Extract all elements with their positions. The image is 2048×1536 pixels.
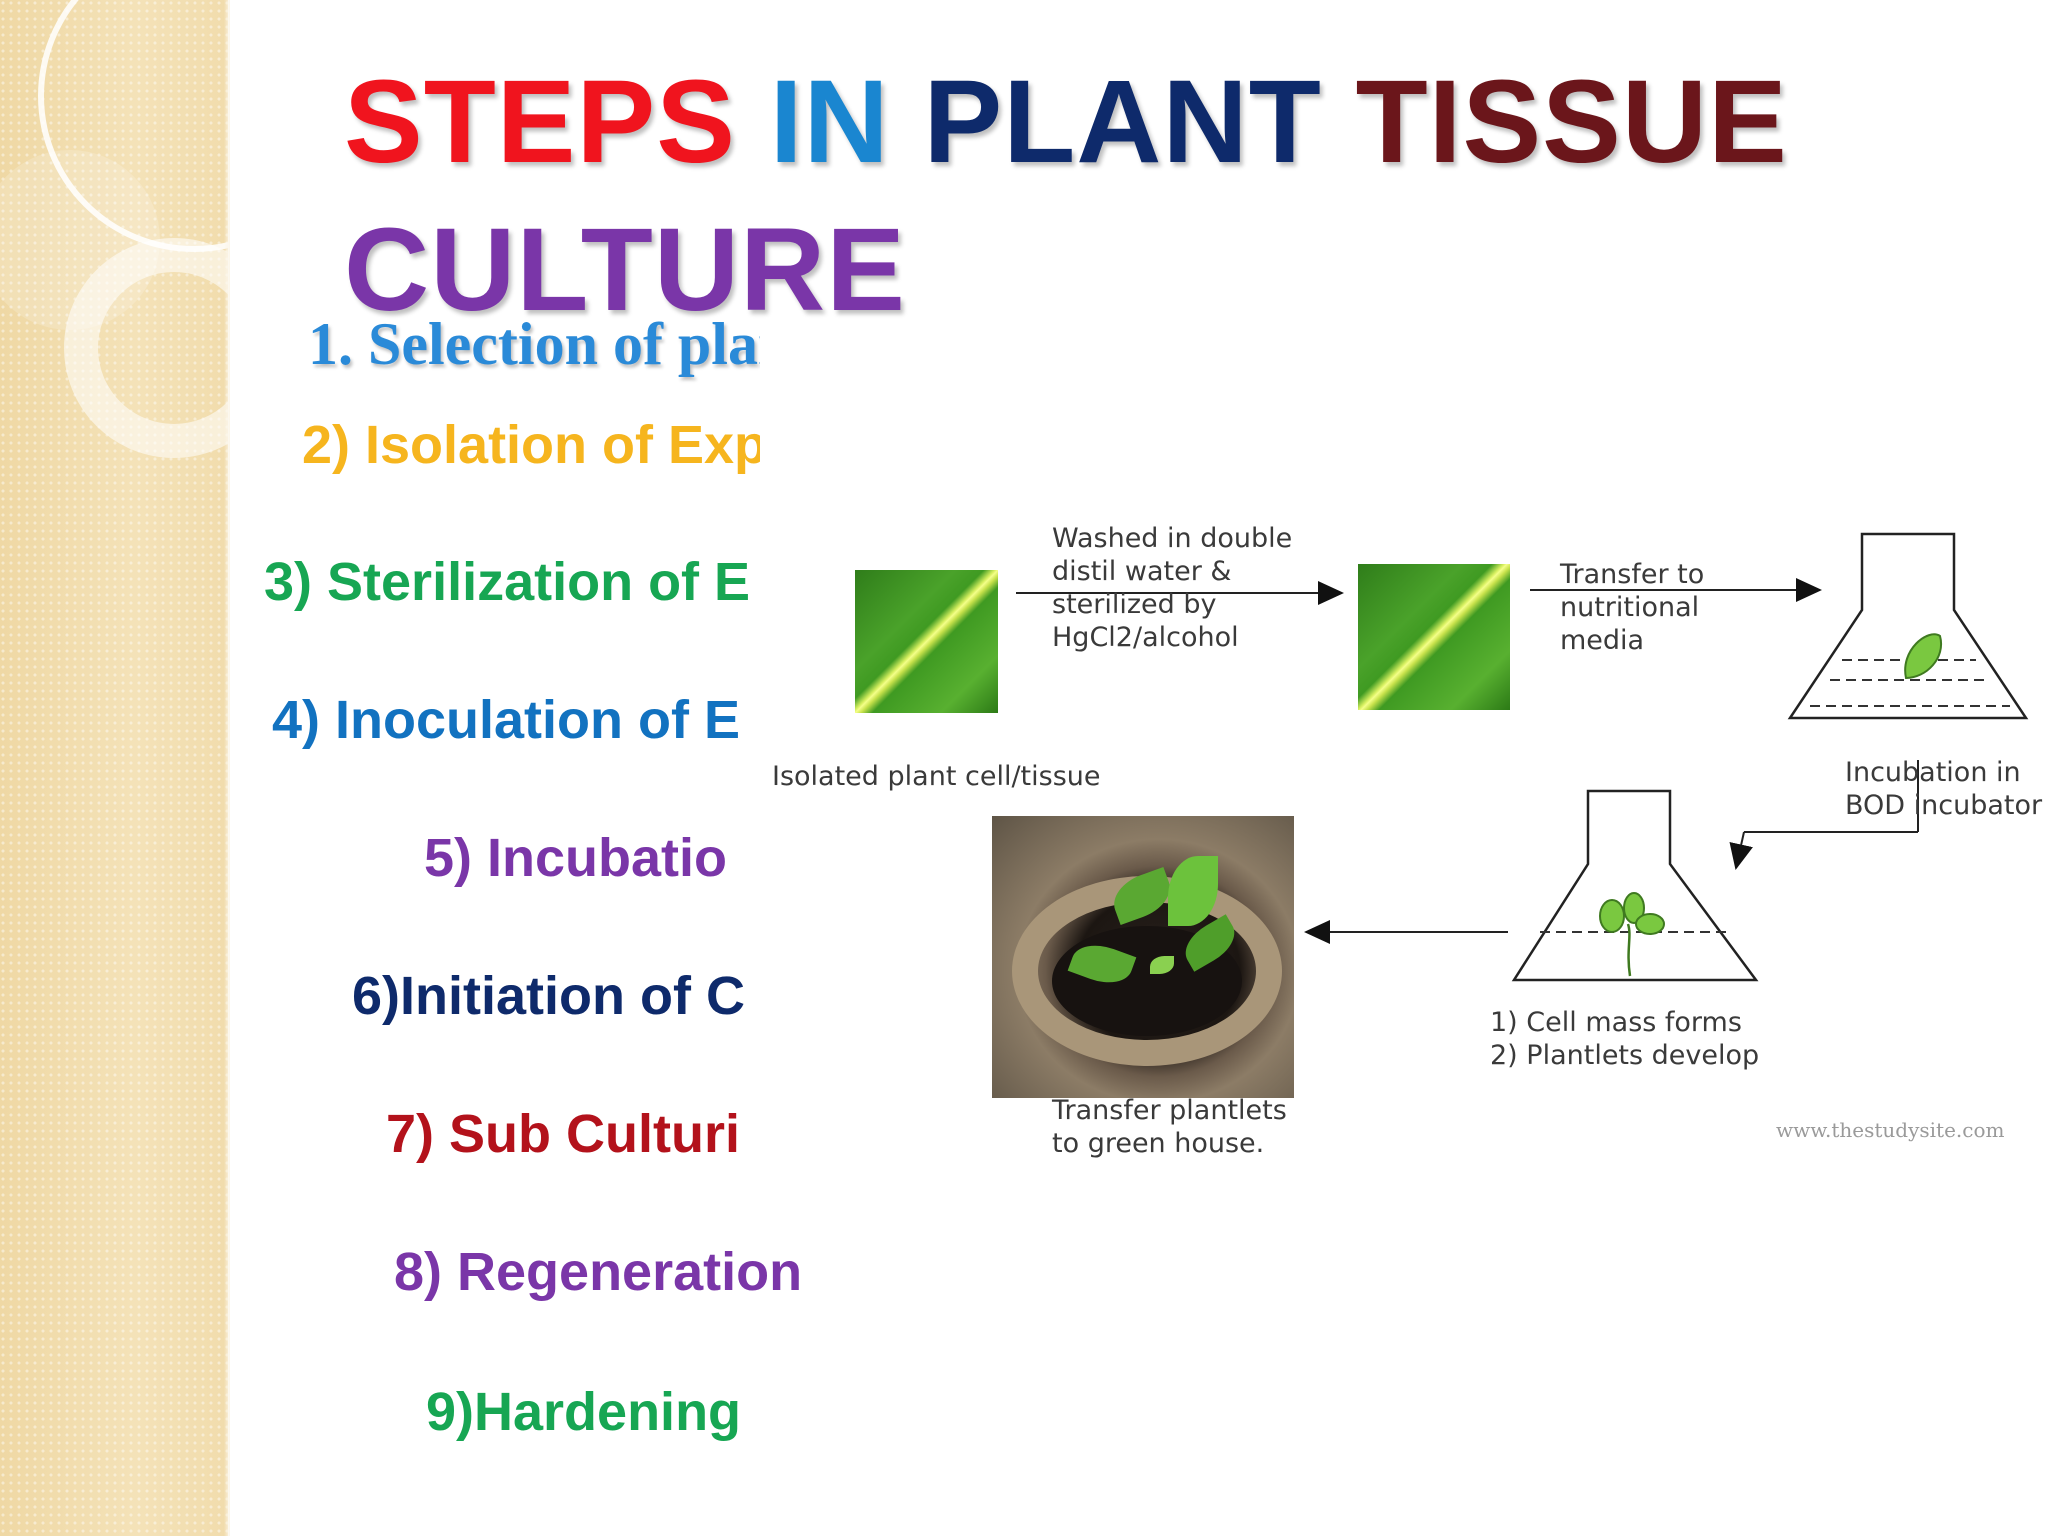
tissue-culture-diagram: Washed in double distil water & steriliz… xyxy=(760,510,2048,1170)
step-item: 6)Initiation of C xyxy=(352,966,745,1026)
title-word: PLANT xyxy=(923,56,1322,188)
greenhouse-label: Transfer plantlets to green house. xyxy=(1052,1095,1287,1159)
step-item: 3) Sterilization of E xyxy=(264,552,751,612)
step-item: 4) Inoculation of E xyxy=(272,690,740,750)
wash-label: Washed in double distil water & steriliz… xyxy=(1052,523,1293,653)
flask-icon xyxy=(1511,789,1759,982)
isolated-label: Isolated plant cell/tissue xyxy=(772,761,1101,792)
title-word: CULTURE xyxy=(344,204,906,336)
step-item: 9)Hardening xyxy=(426,1382,742,1442)
leaf-explant-icon xyxy=(1904,633,1943,680)
step-item: 2) Isolation of Explant xyxy=(302,415,760,475)
step-item: 8) Regeneration xyxy=(394,1242,803,1302)
decorative-side-band xyxy=(0,0,228,1536)
steps-list: 1. Selection of plant 2) Isolation of Ex… xyxy=(0,0,760,1536)
source-watermark: www.thestudysite.com xyxy=(1776,1118,2005,1142)
diagram-lines xyxy=(1016,532,2029,982)
band-edge xyxy=(224,0,230,1536)
title-word: STEPS xyxy=(344,56,736,188)
step-item: 5) Incubatio xyxy=(424,828,728,888)
flask-icon xyxy=(1787,532,2029,720)
plantlet-icon xyxy=(1599,899,1625,933)
cell-mass-label: 1) Cell mass forms 2) Plantlets develop xyxy=(1490,1007,1760,1071)
step-item: 7) Sub Culturi xyxy=(386,1104,740,1164)
title-word: TISSUE xyxy=(1355,56,1788,188)
leaf-image xyxy=(1358,564,1510,710)
slide-title: STEPS IN PLANT TISSUE CULTURE xyxy=(344,48,1844,344)
leaf-image xyxy=(855,570,998,713)
transfer-media-label: Transfer to nutritional media xyxy=(1560,559,1705,656)
incubation-label: Incubation in BOD incubator xyxy=(1845,757,2043,821)
title-word: IN xyxy=(769,56,890,188)
potted-seedling-image xyxy=(992,816,1294,1098)
step-item: 1. Selection of plant xyxy=(308,311,760,377)
